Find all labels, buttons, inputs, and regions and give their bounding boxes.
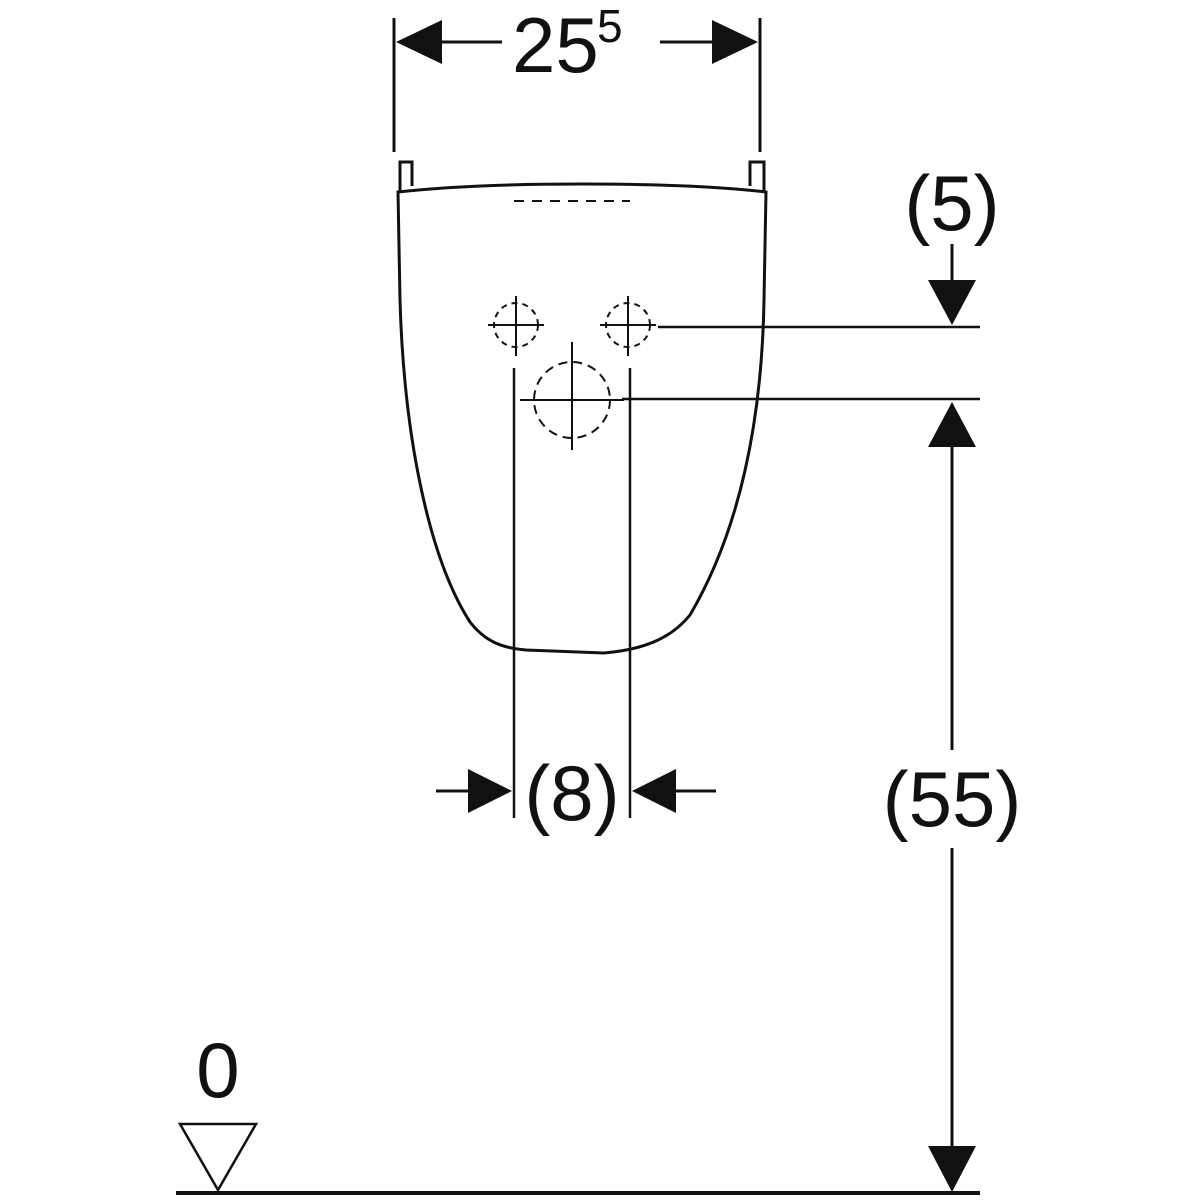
height-value-text: (55) — [883, 755, 1022, 843]
width-superscript-text: 5 — [597, 0, 623, 52]
inlet-spacing-dimension: (8) — [436, 749, 716, 837]
bidet-outline — [396, 160, 768, 655]
width-arrow-left — [396, 20, 442, 64]
top-offset-dimension: (5) — [904, 159, 1000, 325]
water-connections — [488, 296, 656, 450]
mounting-tab-left — [398, 160, 414, 192]
spacing-arrow-right — [632, 769, 676, 813]
width-value-text: 25 — [512, 1, 599, 89]
inlet-extension-lines — [512, 368, 632, 818]
mounting-tab-right — [748, 160, 766, 192]
height-arrow-top — [928, 402, 976, 447]
reference-lines — [622, 325, 980, 401]
top-offset-value-text: (5) — [904, 159, 999, 247]
height-dimension: (55) — [883, 402, 1022, 1192]
spacing-arrow-left — [468, 769, 512, 813]
spacing-value-text: (8) — [524, 749, 619, 837]
floor-level: 0 — [176, 1026, 980, 1195]
width-arrow-right — [712, 20, 758, 64]
floor-level-label: 0 — [196, 1026, 239, 1114]
height-arrow-bottom — [928, 1146, 976, 1192]
top-offset-arrow — [928, 280, 976, 325]
floor-level-triangle-icon — [177, 1122, 259, 1193]
width-dimension: 25 5 — [392, 0, 762, 152]
bidet-body-contour — [396, 182, 768, 655]
